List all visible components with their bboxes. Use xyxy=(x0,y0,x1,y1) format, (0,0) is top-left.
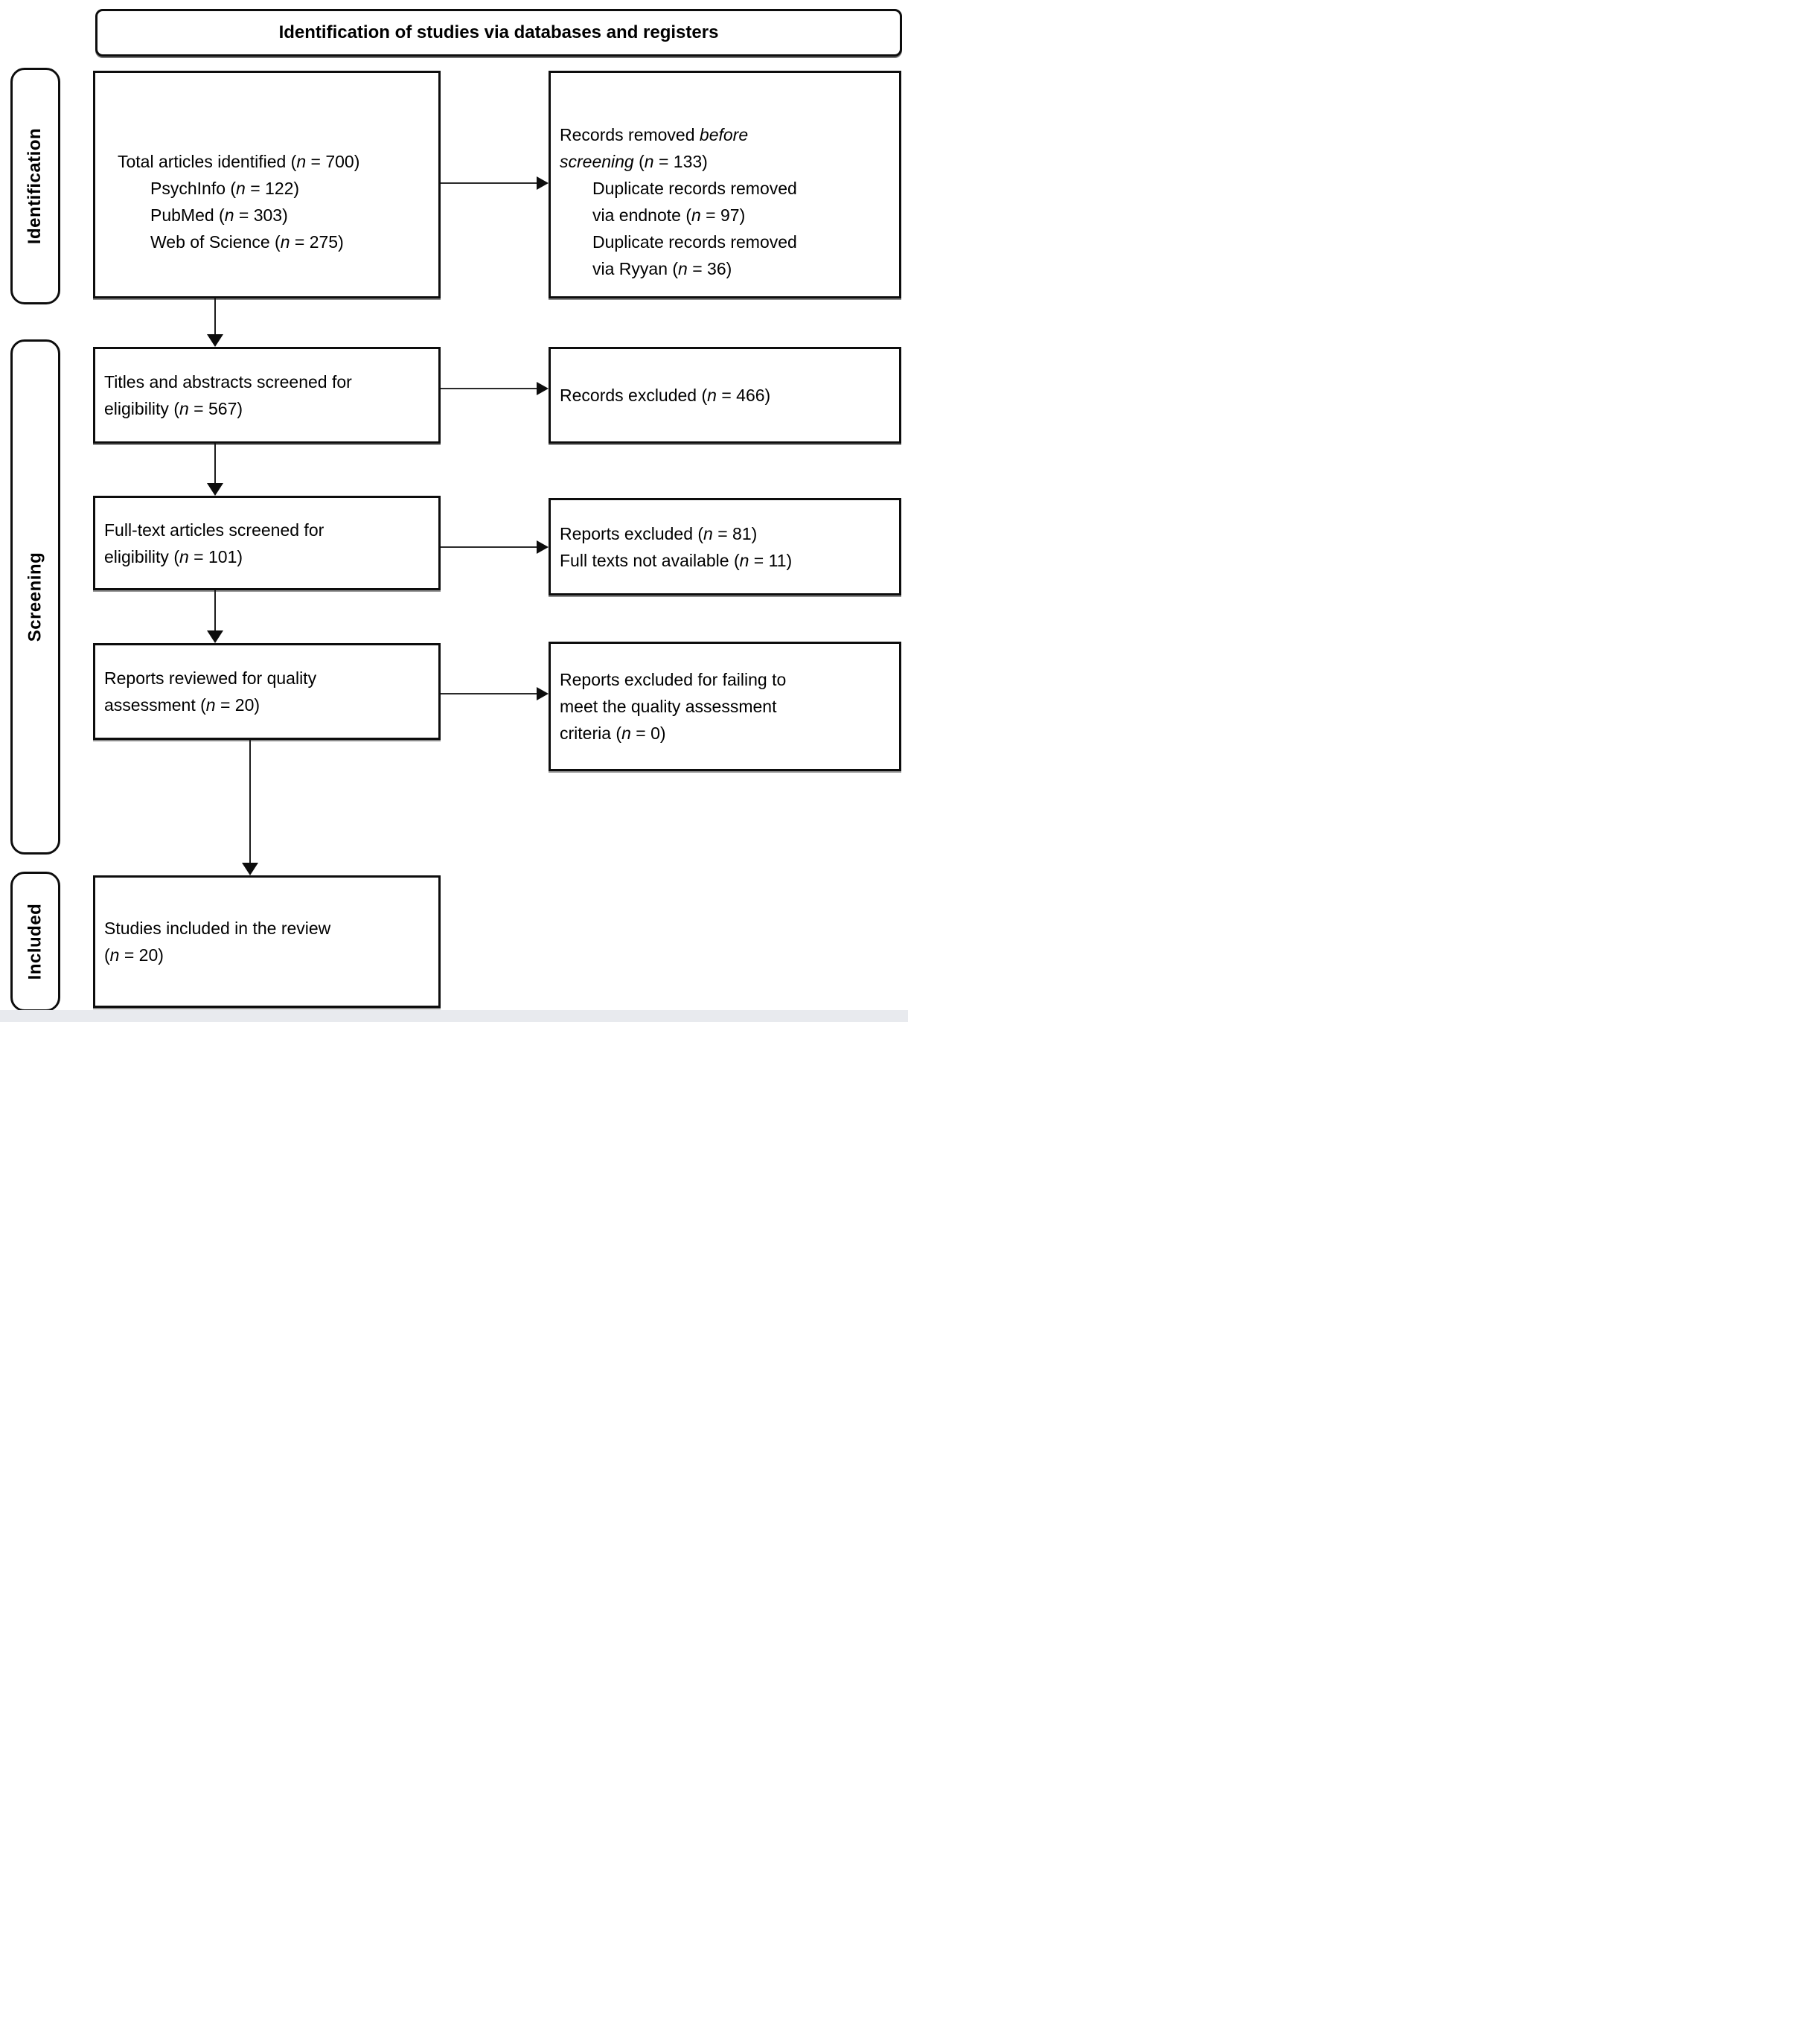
page-footer-strip xyxy=(0,1010,908,1022)
box-records-removed-before-screening: Records removed before screening (n = 133… xyxy=(549,71,901,298)
box-text-line: Reports excluded (n = 81) xyxy=(560,523,758,543)
arrow-quality-to-excluded-shaft xyxy=(441,693,537,694)
box-text-line: Full-text articles screened for xyxy=(104,520,324,540)
box-text-line: Full texts not available (n = 11) xyxy=(560,550,793,570)
box-text-line: Reports excluded for failing to xyxy=(560,670,787,689)
stage-label-identification: Identification xyxy=(10,68,60,304)
arrow-titles-to-excluded-shaft xyxy=(441,388,537,389)
arrow-identified-to-titles-shaft xyxy=(214,298,216,334)
stage-label-included-text: Included xyxy=(25,903,45,980)
arrow-titles-to-excluded-head xyxy=(537,382,549,395)
box-text-line: assessment (n = 20) xyxy=(104,695,260,715)
box-text-line: Reports reviewed for quality xyxy=(104,668,317,688)
box-text-line: via endnote (n = 97) xyxy=(592,205,746,225)
box-text-line: meet the quality assessment xyxy=(560,697,777,716)
box-text-line: Records excluded (n = 466) xyxy=(560,386,771,405)
box-text-line: Records removed before xyxy=(560,124,749,144)
box-reports-excluded: Reports excluded (n = 81) Full texts not … xyxy=(549,498,901,595)
box-text-line: PubMed (n = 303) xyxy=(150,205,288,225)
arrow-titles-to-fulltext-shaft xyxy=(214,444,216,483)
box-text-line: via Ryyan (n = 36) xyxy=(592,258,732,278)
box-titles-abstracts-screened: Titles and abstracts screened for eligibi… xyxy=(93,347,441,444)
title-text: Identification of studies via databases … xyxy=(278,22,719,42)
arrow-fulltext-to-excluded-head xyxy=(537,540,549,554)
arrow-identified-to-titles-head xyxy=(207,334,223,347)
arrow-fulltext-to-quality-head xyxy=(207,630,223,643)
stage-label-included: Included xyxy=(10,872,60,1012)
box-text-line: criteria (n = 0) xyxy=(560,724,666,743)
prisma-flow-diagram: Identification of studies via databases … xyxy=(0,0,908,1022)
box-text-line: Total articles identified (n = 700) xyxy=(118,151,360,171)
box-fulltext-screened: Full-text articles screened for eligibili… xyxy=(93,496,441,590)
box-text-line: Web of Science (n = 275) xyxy=(150,231,344,252)
box-text-line: PsychInfo (n = 122) xyxy=(150,178,300,198)
box-records-excluded: Records excluded (n = 466) xyxy=(549,347,901,444)
box-studies-included: Studies included in the review (n = 20) xyxy=(93,875,441,1008)
title-banner: Identification of studies via databases … xyxy=(95,9,902,57)
arrow-fulltext-to-excluded-shaft xyxy=(441,546,537,548)
box-text-line: screening (n = 133) xyxy=(560,151,708,171)
arrow-quality-to-included-head xyxy=(242,863,258,875)
arrow-identified-to-removed-shaft xyxy=(441,182,537,184)
box-text-line: eligibility (n = 101) xyxy=(104,546,243,566)
box-text-line: Titles and abstracts screened for xyxy=(104,372,352,392)
box-quality-assessment: Reports reviewed for quality assessment (… xyxy=(93,643,441,740)
box-text-line: Duplicate records removed xyxy=(592,231,797,252)
box-records-identified: Total articles identified (n = 700) Psych… xyxy=(93,71,441,298)
stage-label-screening-text: Screening xyxy=(25,552,45,642)
arrow-quality-to-included-shaft xyxy=(249,740,251,863)
arrow-fulltext-to-quality-shaft xyxy=(214,590,216,630)
box-text-line: eligibility (n = 567) xyxy=(104,399,243,418)
stage-label-identification-text: Identification xyxy=(25,127,45,245)
box-text-line: Studies included in the review xyxy=(104,919,331,938)
arrow-identified-to-removed-head xyxy=(537,176,549,190)
box-text-line: Duplicate records removed xyxy=(592,178,797,198)
box-text-line: (n = 20) xyxy=(104,945,164,965)
arrow-titles-to-fulltext-head xyxy=(207,483,223,496)
box-quality-excluded: Reports excluded for failing to meet the … xyxy=(549,642,901,771)
arrow-quality-to-excluded-head xyxy=(537,687,549,700)
stage-label-screening: Screening xyxy=(10,339,60,855)
